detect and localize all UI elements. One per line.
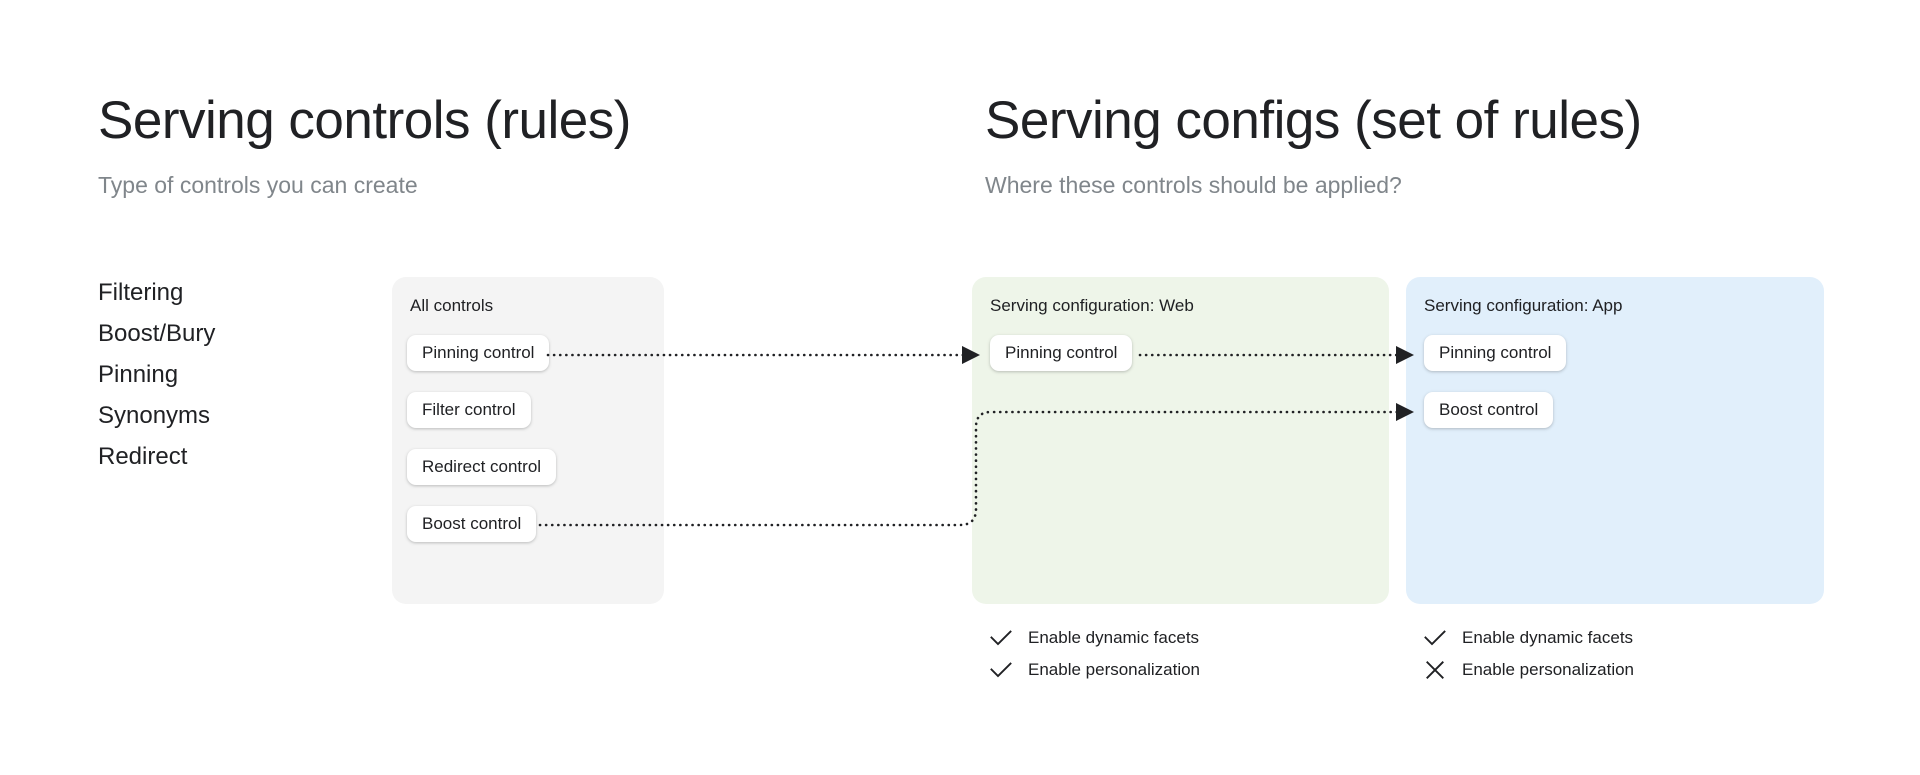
left-column-title: Serving controls (rules) (98, 91, 631, 150)
chip-pinning-control-app[interactable]: Pinning control (1424, 335, 1567, 371)
option-label: Enable dynamic facets (1462, 628, 1634, 647)
serving-config-app-title: Serving configuration: App (1424, 296, 1623, 315)
chip-boost-control-all[interactable]: Boost control (407, 506, 537, 542)
left-column-subtitle: Type of controls you can create (98, 172, 418, 198)
control-type-item-pinning: Pinning (98, 361, 179, 388)
option-label: Enable personalization (1028, 660, 1201, 679)
option-label: Enable dynamic facets (1028, 628, 1200, 647)
serving-config-app-options: Enable dynamic facets Enable personaliza… (1422, 622, 1852, 686)
right-column-title: Serving configs (set of rules) (985, 91, 1642, 150)
all-controls-card: All controls Pinning control Filter cont… (392, 277, 664, 604)
control-type-item-synonyms: Synonyms (98, 402, 211, 429)
serving-config-web-title: Serving configuration: Web (990, 296, 1194, 315)
check-icon (1422, 629, 1448, 647)
all-controls-card-title: All controls (410, 296, 494, 315)
control-type-item-redirect: Redirect (98, 443, 188, 470)
option-row-personalization-app[interactable]: Enable personalization (1422, 654, 1852, 686)
chip-pinning-control-web[interactable]: Pinning control (990, 335, 1133, 371)
control-type-list: Filtering Boost/Bury Pinning Synonyms Re… (98, 272, 358, 477)
control-type-item-boost-bury: Boost/Bury (98, 320, 216, 347)
right-column-subtitle: Where these controls should be applied? (985, 172, 1402, 198)
chip-boost-control-app[interactable]: Boost control (1424, 392, 1554, 428)
option-row-personalization-web[interactable]: Enable personalization (988, 654, 1418, 686)
serving-config-app-card: Serving configuration: App Pinning contr… (1406, 277, 1824, 604)
check-icon (988, 661, 1014, 679)
chip-redirect-control-all[interactable]: Redirect control (407, 449, 557, 485)
control-type-item-filtering: Filtering (98, 279, 184, 306)
check-icon (988, 629, 1014, 647)
chip-pinning-control-all[interactable]: Pinning control (407, 335, 550, 371)
serving-config-web-options: Enable dynamic facets Enable personaliza… (988, 622, 1418, 686)
option-label: Enable personalization (1462, 660, 1635, 679)
option-row-dynamic-facets-web[interactable]: Enable dynamic facets (988, 622, 1418, 654)
serving-config-web-card: Serving configuration: Web Pinning contr… (972, 277, 1389, 604)
option-row-dynamic-facets-app[interactable]: Enable dynamic facets (1422, 622, 1852, 654)
chip-filter-control-all[interactable]: Filter control (407, 392, 531, 428)
close-icon (1422, 661, 1448, 679)
